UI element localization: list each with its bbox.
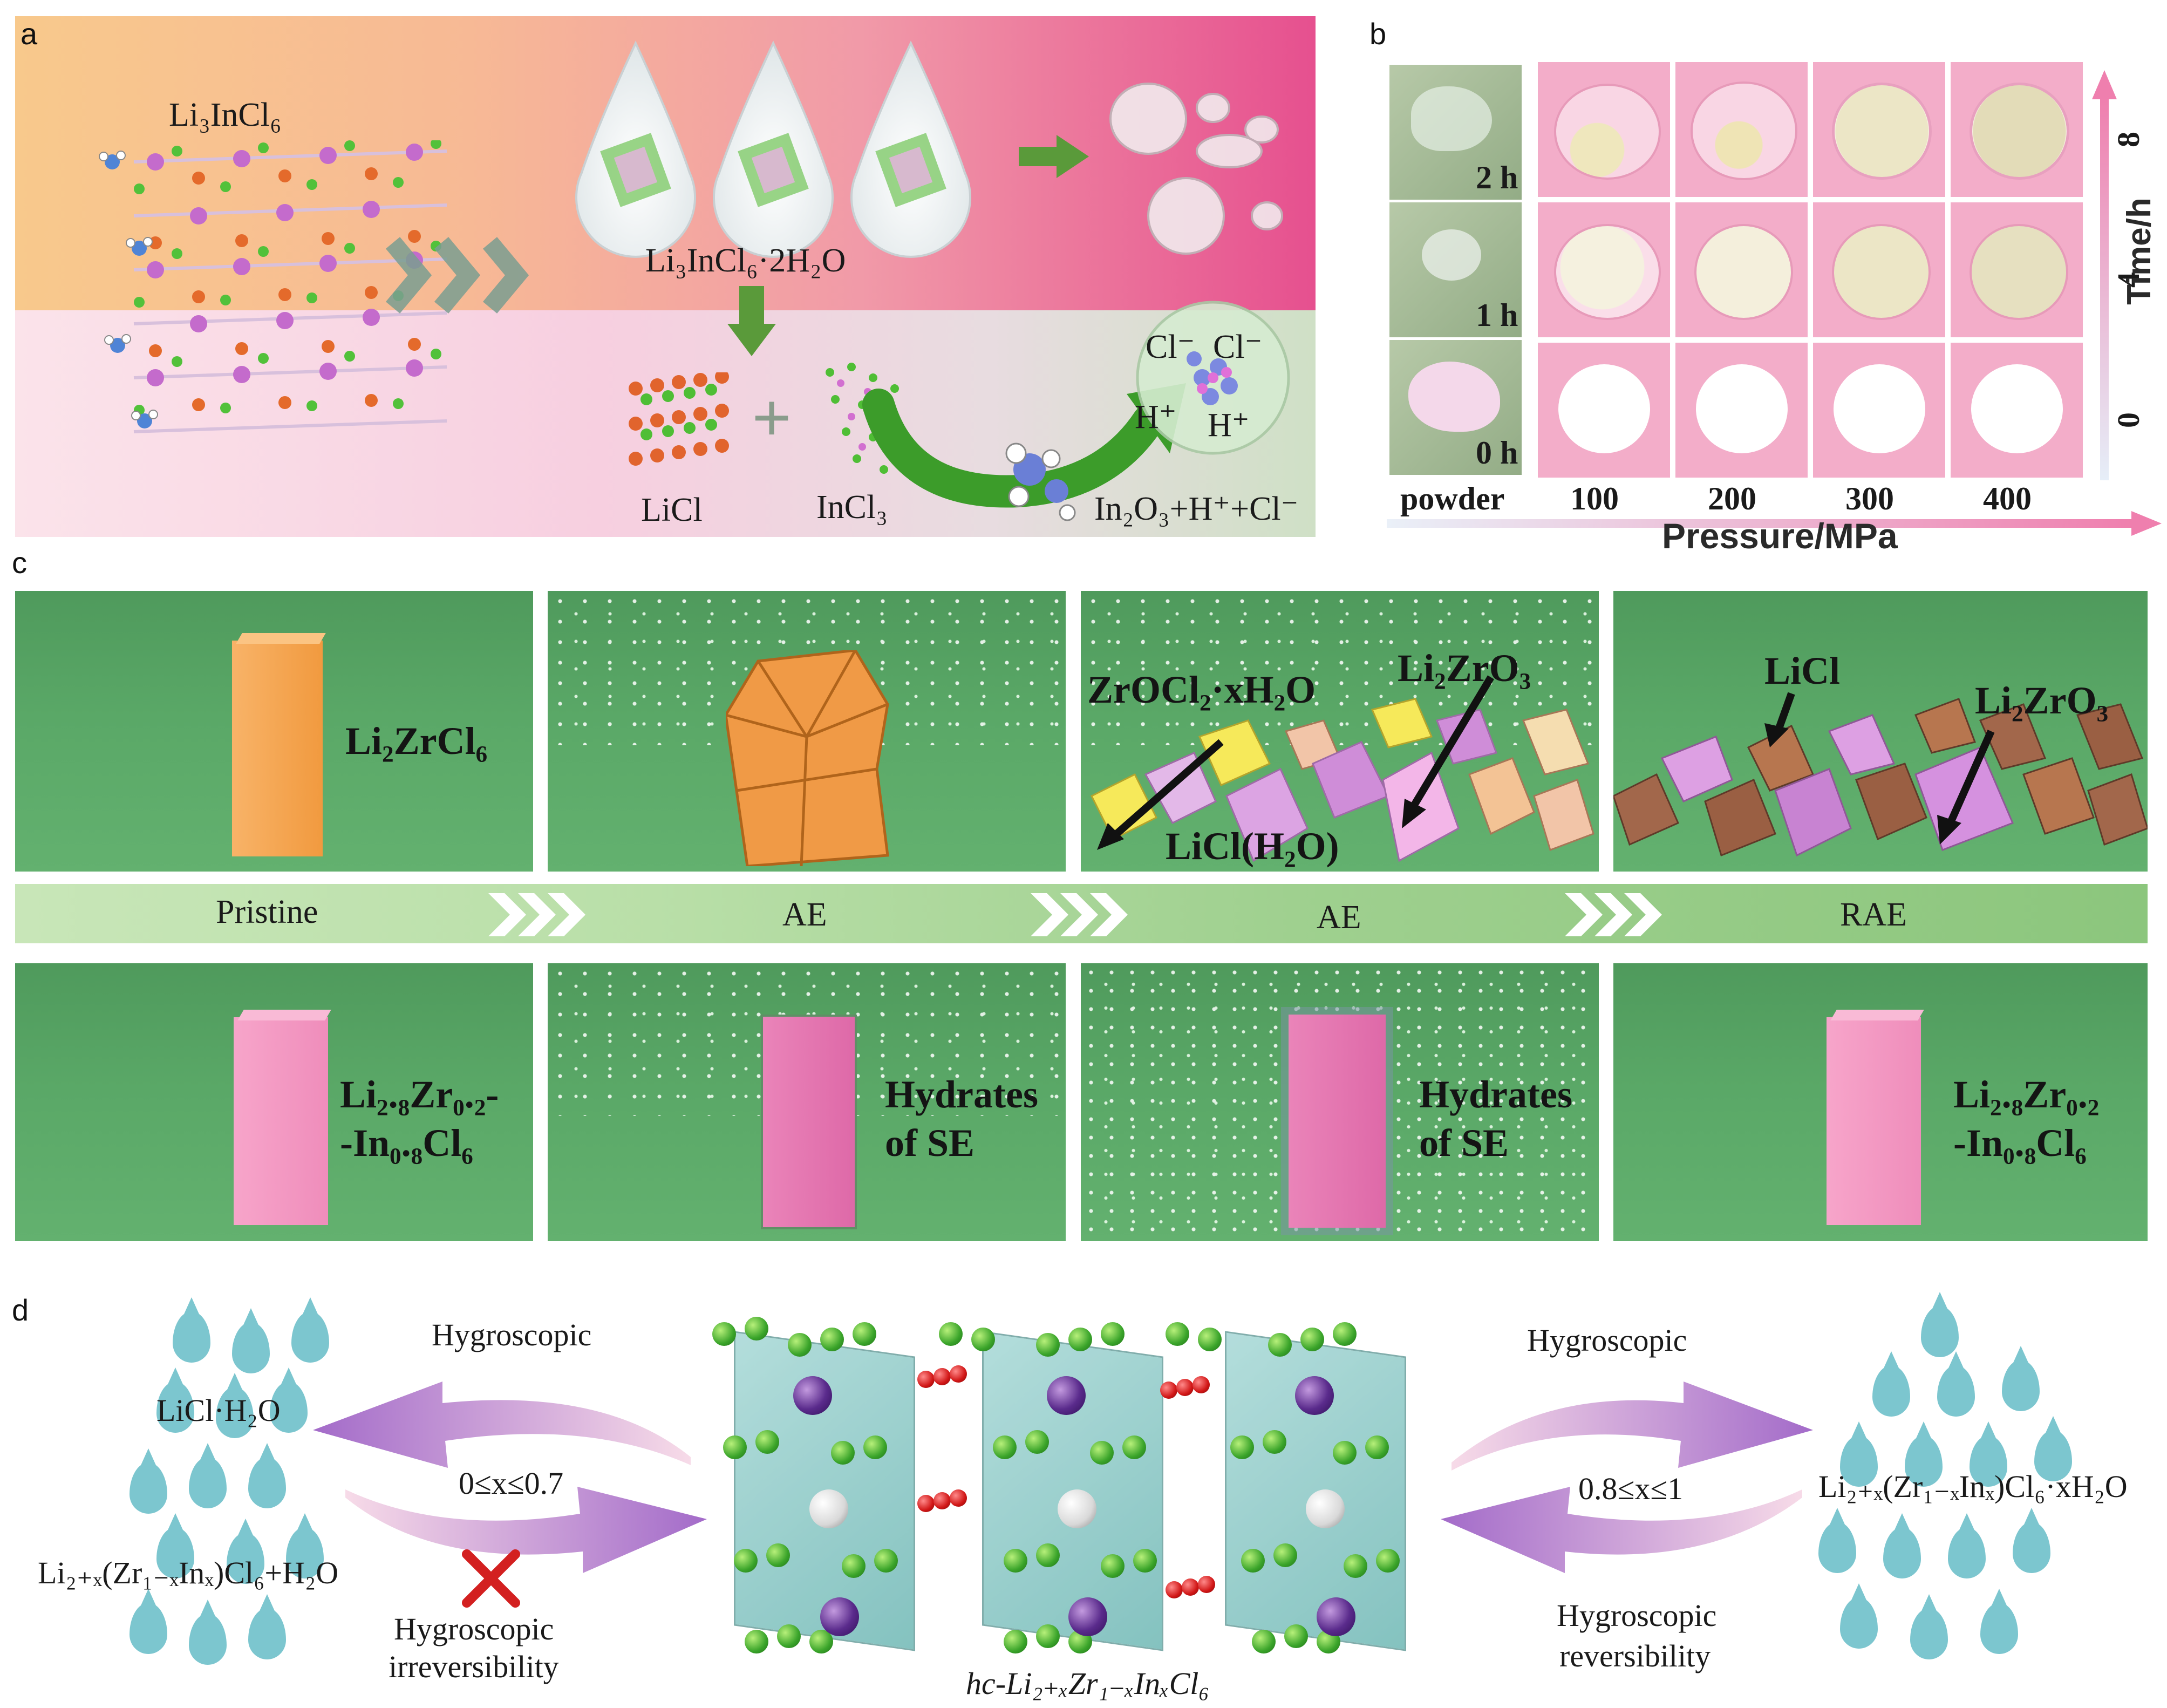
panel-b-letter: b — [1369, 17, 1387, 51]
tile-c-ae-top-1 — [548, 591, 1066, 872]
y-axis-label: Time/h — [2120, 198, 2158, 305]
ion-cl-left: Cl⁻ — [1146, 329, 1195, 365]
col-label-300: 300 — [1845, 481, 1894, 516]
label-li2zrcl6: Li₂ZrCl₆ — [345, 719, 488, 763]
label-doped-1-line2: -In₀.₈Cl₆ — [340, 1121, 473, 1165]
stage-pristine: Pristine — [216, 894, 318, 930]
stage-chevrons-3-icon — [1565, 893, 1662, 936]
y-tick-8: 8 — [2111, 132, 2146, 147]
powder-tile-2h — [1389, 65, 1522, 200]
pellet-grid — [1538, 62, 2088, 478]
green-arrow-right-icon — [1019, 135, 1089, 178]
time-1h: 1 h — [1476, 297, 1518, 333]
label-hydrates-2-line1: Hydrates — [1419, 1073, 1572, 1116]
tile-c-pristine-bottom — [15, 963, 533, 1241]
col-label-100: 100 — [1570, 481, 1619, 516]
panel-a-letter: a — [21, 17, 38, 51]
tile-c-pristine-top — [15, 591, 533, 872]
x-axis-label: Pressure/MPa — [1662, 516, 1898, 556]
label-hygro-left: Hygroscopic — [432, 1317, 592, 1352]
label-hygro-right: Hygroscopic — [1527, 1323, 1687, 1358]
label-doped-2-line1: Li₂.₈Zr₀.₂ — [1953, 1073, 2100, 1116]
y-tick-0: 0 — [2111, 412, 2146, 428]
time-axis-arrow-icon — [2092, 70, 2117, 480]
label-irrev-line2: irreversibility — [389, 1649, 559, 1684]
chevron-arrows-icon — [385, 237, 529, 314]
label-licl-h2o-d: LiCl·H₂O — [156, 1393, 281, 1428]
tile-c-ae-bottom-1 — [548, 963, 1066, 1241]
cross-mark-icon — [462, 1549, 520, 1608]
label-doped-1-line1: Li₂.₈Zr₀.₂- — [340, 1073, 499, 1116]
label-left-bottom: Li₂₊ₓ(Zr₁₋ₓInₓ)Cl₆+H₂O — [38, 1555, 339, 1590]
water-molecules — [99, 151, 158, 428]
stage-ae-2: AE — [1317, 899, 1361, 936]
panel-a: Li₃InCl₆ Li₃InCl₆·2H₂O + — [15, 16, 1316, 537]
tile-c-ae-bottom-2 — [1081, 963, 1599, 1241]
label-licl-h2o: LiCl(H₂O) — [1166, 825, 1339, 868]
ion-h-left: H⁺ — [1135, 399, 1177, 435]
time-0h: 0 h — [1476, 435, 1518, 471]
tile-c-ae-top-2 — [1081, 591, 1599, 872]
tile-c-rae-bottom — [1613, 963, 2148, 1241]
label-irrev-line1: Hygroscopic — [394, 1611, 554, 1646]
right-arrow-bottom-icon — [1441, 1487, 1802, 1573]
right-droplet-cluster — [1808, 1292, 2110, 1678]
label-product: In₂O₃+H⁺+Cl⁻ — [1094, 491, 1299, 527]
plus-sign: + — [752, 379, 792, 457]
label-range-right: 0.8≤x≤1 — [1578, 1471, 1684, 1506]
col-label-400: 400 — [1983, 481, 2032, 516]
label-rev-line2: reversibility — [1559, 1638, 1711, 1673]
ion-h-right: H⁺ — [1208, 407, 1250, 444]
water-cluster — [1005, 443, 1076, 521]
left-arrow-top-icon — [313, 1382, 691, 1468]
time-2h: 2 h — [1476, 160, 1518, 195]
label-range-left: 0≤x≤0.7 — [459, 1466, 564, 1501]
lattice-structure — [133, 140, 447, 433]
label-li2zro3-rae: Li₂ZrO₃ — [1975, 679, 2109, 722]
stage-chevrons-2-icon — [1031, 893, 1128, 936]
col-label-200: 200 — [1708, 481, 1756, 516]
stage-chevrons-1-icon — [488, 893, 585, 936]
powder-tile-1h — [1389, 202, 1522, 337]
dissolved-droplets — [1109, 83, 1283, 255]
label-licl-rae: LiCl — [1764, 649, 1841, 692]
label-hydrates-1-line2: of SE — [885, 1121, 975, 1165]
panel-d-letter: d — [12, 1293, 29, 1327]
label-li2zro3-ae: Li₂ZrO₃ — [1398, 647, 1531, 690]
pressure-axis-arrow-icon — [1387, 511, 2162, 536]
label-rev-line1: Hygroscopic — [1557, 1598, 1717, 1633]
formula-li3incl6-hydrate: Li₃InCl₆·2H₂O — [645, 242, 846, 279]
label-licl: LiCl — [641, 492, 703, 528]
green-arrow-down-icon — [727, 286, 776, 356]
tile-c-rae-top — [1613, 591, 2148, 872]
panel-b: b 2 h 1 h 0 h powder 100 200 300 400 — [1365, 16, 2164, 556]
ion-cl-right: Cl⁻ — [1213, 329, 1263, 365]
hydrate-droplets — [575, 40, 971, 258]
powder-tile-0h — [1389, 340, 1522, 475]
left-droplet-cluster — [124, 1297, 356, 1684]
col-label-powder: powder — [1400, 481, 1505, 516]
label-incl3: InCl₃ — [816, 489, 888, 526]
label-center: hc-Li₂₊ₓZr₁₋ₓInₓCl₆ — [966, 1666, 1210, 1701]
ion-sphere — [1136, 301, 1290, 455]
stage-ae-1: AE — [782, 896, 827, 933]
stage-rae: RAE — [1840, 896, 1907, 933]
licl-layers — [629, 372, 729, 466]
left-arrow-bottom-icon — [345, 1487, 707, 1573]
label-right: Li₂₊ₓ(Zr₁₋ₓInₓ)Cl₆·xH₂O — [1818, 1469, 2128, 1504]
panel-a-bottom-band — [15, 310, 1316, 537]
label-hydrates-1-line1: Hydrates — [885, 1073, 1038, 1116]
crystal-structure — [712, 1311, 1446, 1662]
label-doped-2-line2: -In₀.₈Cl₆ — [1953, 1121, 2087, 1165]
label-zrocl2: ZrOCl₂·xH₂O — [1087, 668, 1316, 711]
formula-li3incl6: Li₃InCl₆ — [169, 97, 282, 133]
right-arrow-top-icon — [1452, 1382, 1813, 1471]
panel-c-letter: c — [12, 546, 27, 580]
label-hydrates-2-line2: of SE — [1419, 1121, 1509, 1165]
